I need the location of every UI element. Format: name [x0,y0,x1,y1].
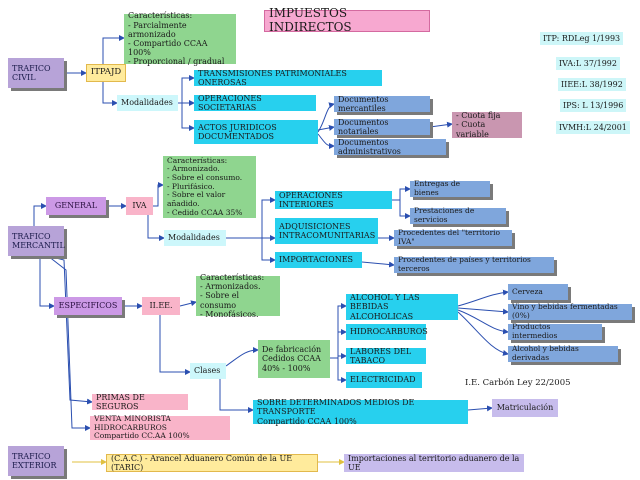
page-title: IMPUESTOS INDIRECTOS [264,6,430,34]
procedentes-iva-node: Procedentes del "territorio IVA" [394,228,512,246]
prestaciones-label: Prestaciones de servicios [414,206,475,224]
itpajd-caracteristicas: Características: - Parcialmente armoniza… [124,11,236,67]
hidrocarburos-node: HIDROCARBUROS [346,324,428,340]
itpajd-modalidades: Modalidades [117,95,178,111]
transmisiones-node: TRANSMISIONES PATRIMONIALES ONEROSAS [194,68,382,87]
matriculacion-label: Matriculación [496,403,554,413]
trafico-mercantil-label: TRAFICO MERCANTIL [12,231,65,250]
legal-ref-iva: IVA:L 37/1992 [556,57,620,70]
documentos-mercantiles-label: Documentos mercantiles [338,94,389,113]
labores-tabaco-label: LABORES DEL TABACO [350,346,412,365]
iva-label: IVA [132,201,147,211]
procedentes-iva-label: Procedentes del "territorio IVA" [398,228,501,246]
general-node: GENERAL [46,197,106,215]
documentos-administrativos-node: Documentos administrativos [334,137,446,156]
fabricacion-label: De fabricación Cedidos CCAA 40% - 100% [262,345,322,373]
iva-node: IVA [126,197,153,215]
itpajd-modalidades-label: Modalidades [121,98,173,108]
importaciones-ue-label: Importaciones al territorio aduanero de … [348,453,520,472]
importaciones-node: IMPORTACIONES [275,252,362,268]
primas-seguros-label: PRIMAS DE SEGUROS [96,392,145,411]
operaciones-societarias-label: OPERACIONES SOCIETARIAS [198,93,262,112]
labores-tabaco-node: LABORES DEL TABACO [346,346,426,365]
iva-caracteristicas-text: Características: - Armonizado. - Sobre e… [167,155,243,217]
venta-minorista-node: VENTA MINORISTA HIDROCARBUROS Compartido… [90,414,230,441]
entregas-label: Entregas de bienes [414,179,461,197]
itpajd-caracteristicas-text: Características: - Parcialmente armoniza… [128,11,225,67]
clases-label: Clases [194,366,221,376]
documentos-notariales-node: Documentos notariales [334,117,430,136]
arancel-node: (C.A.C.) - Arancel Aduanero Común de la … [106,454,318,472]
procedentes-paises-label: Procedentes de países y territorios terc… [398,255,531,273]
alcohol-node: ALCOHOL Y LAS BEBIDAS ALCOHOLICAS [346,293,458,321]
especificos-node: ESPECIFICOS [54,297,122,315]
iiee-caracteristicas: Características: - Armonizados. - Sobre … [196,273,280,319]
clases-node: Clases [190,363,226,379]
trafico-exterior-label: TRAFICO EXTERIOR [12,451,57,470]
general-label: GENERAL [54,201,98,211]
documentos-notariales-label: Documentos notariales [338,117,389,136]
itpajd-label: ITPAJD [90,67,122,78]
iiee-label: II.EE. [149,301,173,311]
trafico-civil-node: TRAFICO CIVIL [8,58,64,88]
legal-ref-iiee: IIEE:L 38/1992 [558,78,626,91]
electricidad-node: ELECTRICIDAD [346,372,422,388]
vino-label: Vino y bebidas fermentadas (0%) [512,302,618,320]
transporte-label: SOBRE DETERMINADOS MEDIOS DE TRANSPORTE … [257,398,415,426]
especificos-label: ESPECIFICOS [58,301,118,311]
cerveza-node: Cerveza [508,284,568,300]
legal-ref-ivmh: IVMH:L 24/2001 [556,121,630,134]
entregas-node: Entregas de bienes [410,179,490,197]
trafico-civil-label: TRAFICO CIVIL [12,63,51,82]
legal-ref-itp: ITP: RDLeg 1/1993 [540,32,624,45]
alcohol-bebidas-label: Alcohol y bebidas derivadas [512,344,579,362]
operaciones-interiores-node: OPERACIONES INTERIORES [275,191,392,209]
importaciones-ue-node: Importaciones al territorio aduanero de … [344,454,524,472]
iva-caracteristicas: Características: - Armonizado. - Sobre e… [163,156,256,218]
procedentes-paises-node: Procedentes de países y territorios terc… [394,255,554,273]
operaciones-interiores-label: OPERACIONES INTERIORES [279,190,343,209]
actos-juridicos-label: ACTOS JURIDICOS DOCUMENTADOS [198,122,277,141]
cuota-label: - Cuota fija - Cuota variable [456,111,501,139]
primas-seguros-node: PRIMAS DE SEGUROS [92,392,188,411]
adquisiciones-node: ADQUISICIONES INTRACOMUNITARIAS [275,218,378,244]
arancel-label: (C.A.C.) - Arancel Aduanero Común de la … [111,453,293,472]
prestaciones-node: Prestaciones de servicios [410,206,506,224]
importaciones-label: IMPORTACIONES [279,255,354,265]
transmisiones-label: TRANSMISIONES PATRIMONIALES ONEROSAS [198,68,347,87]
transporte-node: SOBRE DETERMINADOS MEDIOS DE TRANSPORTE … [253,398,468,426]
documentos-mercantiles-node: Documentos mercantiles [334,94,430,113]
trafico-mercantil-node: TRAFICO MERCANTIL [8,226,65,256]
hidrocarburos-label: HIDROCARBUROS [350,327,428,337]
trafico-exterior-node: TRAFICO EXTERIOR [8,446,64,476]
electricidad-label: ELECTRICIDAD [350,375,416,385]
cuota-node: - Cuota fija - Cuota variable [452,111,522,139]
documentos-administrativos-label: Documentos administrativos [338,137,401,156]
vino-node: Vino y bebidas fermentadas (0%) [508,302,632,320]
productos-intermedios-node: Productos intermedios [508,322,602,340]
operaciones-societarias-node: OPERACIONES SOCIETARIAS [194,93,316,112]
adquisiciones-label: ADQUISICIONES INTRACOMUNITARIAS [279,221,376,240]
page-title-text: IMPUESTOS INDIRECTOS [269,6,352,34]
iiee-node: II.EE. [142,297,180,315]
legal-ref-ips: IPS: L 13/1996 [560,99,627,112]
iiee-caracteristicas-text: Características: - Armonizados. - Sobre … [200,273,265,319]
venta-minorista-label: VENTA MINORISTA HIDROCARBUROS Compartido… [94,414,190,441]
fabricacion-node: De fabricación Cedidos CCAA 40% - 100% [258,340,330,378]
cerveza-label: Cerveza [512,286,543,296]
iva-modalidades: Modalidades [164,230,226,246]
ie-carbon-ref: I.E. Carbón Ley 22/2005 [465,378,571,388]
iva-modalidades-label: Modalidades [168,233,220,243]
alcohol-label: ALCOHOL Y LAS BEBIDAS ALCOHOLICAS [350,293,420,321]
actos-juridicos-node: ACTOS JURIDICOS DOCUMENTADOS [194,120,318,144]
alcohol-bebidas-node: Alcohol y bebidas derivadas [508,344,618,362]
itpajd-node: ITPAJD [86,64,126,82]
matriculacion-node: Matriculación [492,399,558,417]
productos-intermedios-label: Productos intermedios [512,322,558,340]
